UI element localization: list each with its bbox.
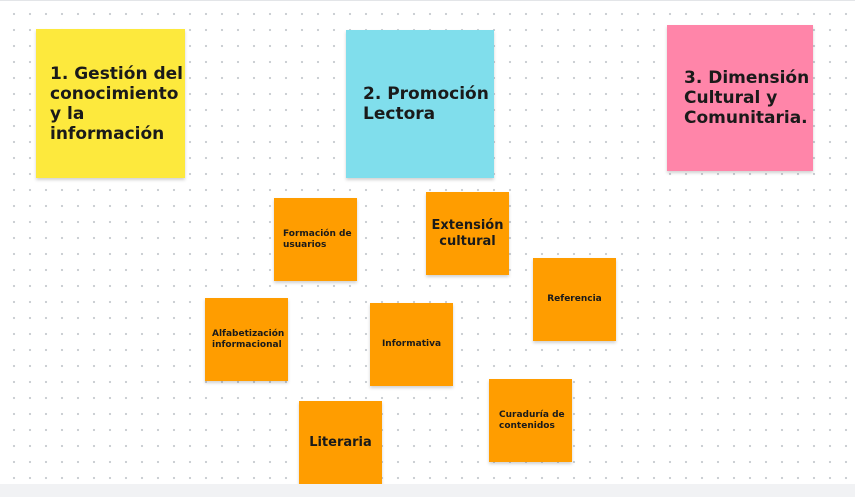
sticky-note-text: Formación de usuarios bbox=[283, 228, 352, 250]
sticky-note-text: Curaduría de contenidos bbox=[499, 409, 565, 431]
sticky-note-text: 1. Gestión del conocimiento y la informa… bbox=[50, 63, 183, 144]
sticky-note-text: Referencia bbox=[547, 294, 602, 304]
sticky-note-informativa[interactable]: Informativa bbox=[370, 303, 453, 386]
sticky-note-gestion-conocimiento[interactable]: 1. Gestión del conocimiento y la informa… bbox=[36, 29, 185, 178]
sticky-note-text: 3. Dimensión Cultural y Comunitaria. bbox=[684, 68, 810, 128]
sticky-note-text: Literaria bbox=[309, 434, 372, 450]
sticky-note-text: Extensión cultural bbox=[431, 217, 504, 249]
sticky-note-promocion-lectora[interactable]: 2. Promoción Lectora bbox=[346, 30, 494, 178]
sticky-note-literaria[interactable]: Literaria bbox=[299, 401, 382, 484]
sticky-note-curaduria[interactable]: Curaduría de contenidos bbox=[489, 379, 572, 462]
whiteboard-canvas[interactable]: 1. Gestión del conocimiento y la informa… bbox=[0, 0, 855, 484]
sticky-note-formacion-usuarios[interactable]: Formación de usuarios bbox=[274, 198, 357, 281]
sticky-note-extension-cultural[interactable]: Extensión cultural bbox=[426, 192, 509, 275]
sticky-note-text: Alfabetización informacional bbox=[212, 328, 285, 350]
canvas-top-border bbox=[0, 0, 855, 1]
sticky-note-referencia[interactable]: Referencia bbox=[533, 258, 616, 341]
sticky-note-alfabetizacion[interactable]: Alfabetización informacional bbox=[205, 298, 288, 381]
sticky-note-dimension-cultural[interactable]: 3. Dimensión Cultural y Comunitaria. bbox=[667, 25, 813, 171]
sticky-note-text: 2. Promoción Lectora bbox=[363, 84, 489, 124]
sticky-note-text: Informativa bbox=[381, 339, 442, 349]
bottom-toolbar-strip bbox=[0, 484, 855, 497]
